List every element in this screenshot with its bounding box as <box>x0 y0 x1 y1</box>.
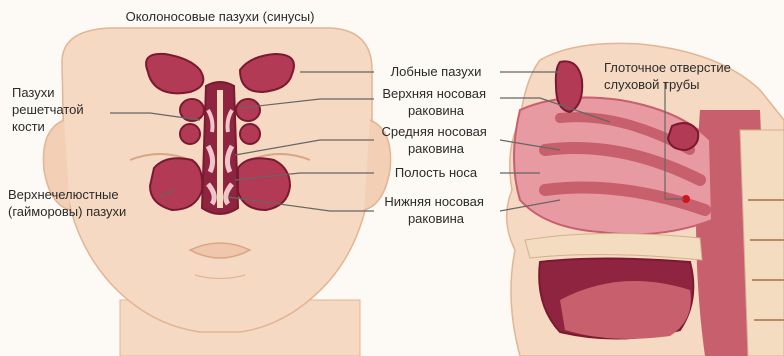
label-inferior-concha: Нижняя носовая раковина <box>384 194 487 226</box>
sphenoid-sinus-side <box>668 123 698 150</box>
diagram-title: Околоносовые пазухи (синусы) <box>126 9 315 24</box>
spine <box>740 130 784 356</box>
label-superior-concha: Верхняя носовая раковина <box>382 86 489 118</box>
ethmoid-sinus-left-2 <box>180 124 200 144</box>
ethmoid-sinus-right-1 <box>236 99 260 121</box>
maxillary-sinus-left <box>150 158 202 210</box>
label-nasal-cavity: Полость носа <box>395 165 478 180</box>
label-frontal-sinuses: Лобные пазухи <box>391 64 482 79</box>
ethmoid-sinus-right-2 <box>240 124 260 144</box>
nasal-septum <box>217 90 223 208</box>
label-middle-concha: Средняя носовая раковина <box>382 124 491 156</box>
